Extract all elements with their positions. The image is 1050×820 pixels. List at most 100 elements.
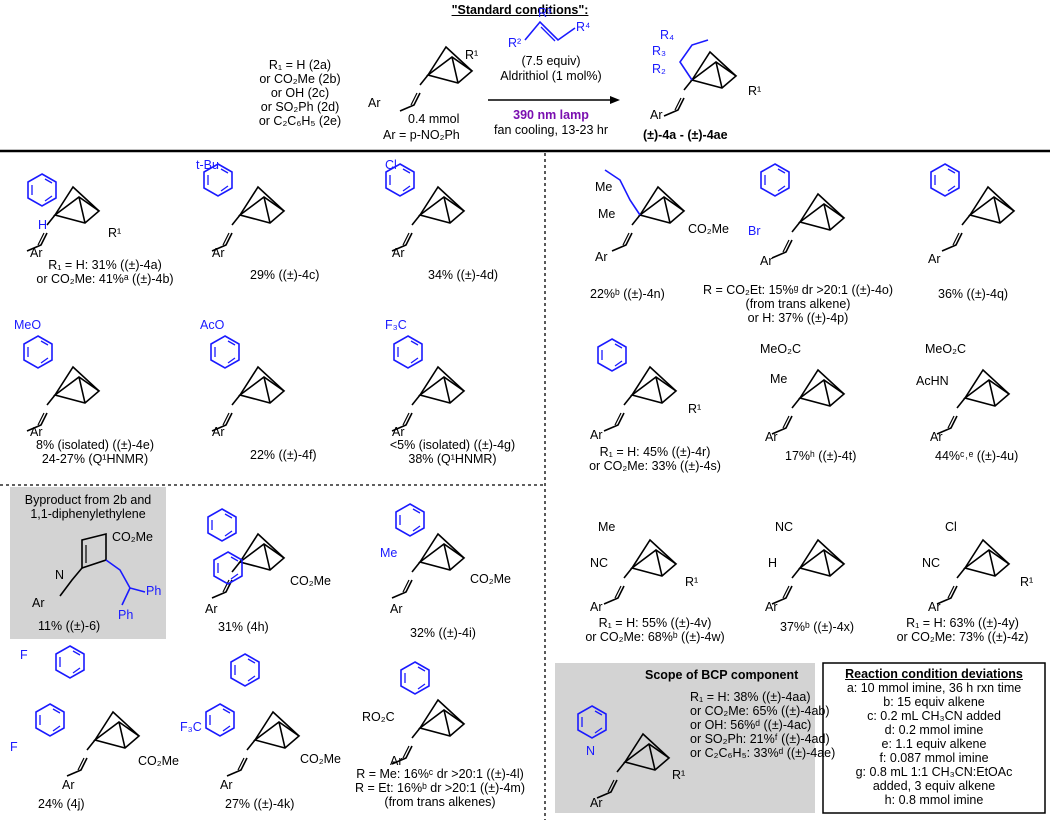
scope-title: Scope of BCP component <box>645 668 799 682</box>
scope-line: or C₂C₆H₅: 33%ᵈ ((±)-4ae) <box>690 746 836 760</box>
co2me-label: CO₂Me <box>470 572 511 586</box>
scope-line: or CO₂Me: 65% ((±)-4ab) <box>690 704 830 718</box>
r1-label: R¹ <box>1020 575 1034 589</box>
nc-label: NC <box>922 556 941 570</box>
deviations-list: a: 10 mmol imine, 36 h rxn time b: 15 eq… <box>826 681 1042 807</box>
conditions-title: "Standard conditions": <box>451 3 589 17</box>
yield-4y: R₁ = H: 63% ((±)-4y) or CO₂Me: 73% ((±)-… <box>880 616 1045 644</box>
alkene-r2: R² <box>508 36 522 50</box>
yield-4x: 37%ᵇ ((±)-4x) <box>780 620 855 634</box>
r1-option: or SO₂Ph (2d) <box>260 100 340 114</box>
ar-label: Ar <box>392 246 405 260</box>
yield-4k: 27% ((±)-4k) <box>225 797 295 811</box>
ar-label: Ar <box>220 778 233 792</box>
ar-label: Ar <box>212 246 225 260</box>
meo-label: MeO <box>14 318 42 332</box>
product-range: (±)-4a - (±)-4ae <box>643 128 728 142</box>
ar-label: Ar <box>590 428 603 442</box>
deviation-item: added, 3 equiv alkene <box>872 779 996 793</box>
ar-label: Ar <box>765 430 778 444</box>
n-label: N <box>55 568 65 582</box>
ph-label: Ph <box>118 608 134 622</box>
yield-4g: <5% (isolated) ((±)-4g) 38% (Q¹HNMR) <box>365 438 540 466</box>
yield-line: R = Me: 16%ᶜ dr >20:1 ((±)-4l) <box>356 767 524 781</box>
yield-4a: R₁ = H: 31% ((±)-4a) or CO₂Me: 41%ᵃ ((±)… <box>10 258 200 286</box>
h-label: H <box>768 556 778 570</box>
lamp: 390 nm lamp <box>513 108 589 122</box>
ar-label: Ar <box>392 425 405 439</box>
ar-label: Ar <box>760 254 773 268</box>
yield-4l: R = Me: 16%ᶜ dr >20:1 ((±)-4l) R = Et: 1… <box>335 767 545 809</box>
yield-line: 38% (Q¹HNMR) <box>408 452 497 466</box>
header-r1: R¹ <box>465 48 479 62</box>
yield-4h: 31% (4h) <box>218 620 269 634</box>
ar-label: Ar <box>928 600 941 614</box>
ar-label: Ar <box>595 250 608 264</box>
co2me-label: CO₂Me <box>688 222 729 236</box>
yield-line: or H: 37% ((±)-4p) <box>747 311 849 325</box>
yield-line: or CO₂Me: 73% ((±)-4z) <box>896 630 1029 644</box>
me-label: Me <box>598 207 616 221</box>
yield-4r: R₁ = H: 45% ((±)-4r) or CO₂Me: 33% ((±)-… <box>560 445 750 473</box>
me-label: Me <box>598 520 616 534</box>
tbu-label: t-Bu <box>196 158 219 172</box>
byproduct-box <box>10 487 166 639</box>
yield-4i: 32% ((±)-4i) <box>410 626 476 640</box>
alkene-r3: R³ <box>538 6 552 20</box>
r1-label: R¹ <box>685 575 699 589</box>
header-ar-label: Ar <box>368 96 381 110</box>
nc-label: NC <box>590 556 609 570</box>
r1-option: or OH (2c) <box>270 86 330 100</box>
r1-label: R¹ <box>688 402 702 416</box>
r1-options: R₁ = H (2a) or CO₂Me (2b) or OH (2c) or … <box>240 58 360 128</box>
deviation-item: d: 0.2 mmol imine <box>884 723 984 737</box>
ph-label: Ph <box>146 584 162 598</box>
imine-amount: 0.4 mmol <box>408 112 460 126</box>
cooling: fan cooling, 13-23 hr <box>494 123 608 137</box>
ar-label: Ar <box>590 600 603 614</box>
yield-line: 24-27% (Q¹HNMR) <box>41 452 149 466</box>
aco-label: AcO <box>200 318 225 332</box>
yield-line: or CO₂Me: 41%ᵃ ((±)-4b) <box>36 272 174 286</box>
deviation-item: a: 10 mmol imine, 36 h rxn time <box>846 681 1022 695</box>
f-label: F <box>20 648 28 662</box>
nc-label: NC <box>775 520 794 534</box>
yield-line: R₁ = H: 55% ((±)-4v) <box>598 616 712 630</box>
yield-4j: 24% (4j) <box>38 797 85 811</box>
me-label: Me <box>770 372 788 386</box>
product-r3: R₃ <box>652 44 667 58</box>
alkene-r4: R⁴ <box>576 20 591 34</box>
product-r1: R¹ <box>748 84 762 98</box>
scope-line: R₁ = H: 38% ((±)-4aa) <box>690 690 811 704</box>
f3c-label: F₃C <box>180 720 202 734</box>
catalyst: Aldrithiol (1 mol%) <box>500 69 602 83</box>
yield-line: R₁ = H: 63% ((±)-4y) <box>906 616 1019 630</box>
yield-line: R = Et: 16%ᵇ dr >20:1 ((±)-4m) <box>355 781 525 795</box>
product-ar: Ar <box>650 108 663 122</box>
ar-label: Ar <box>390 602 403 616</box>
scope-line: or SO₂Ph: 21%ᶠ ((±)-4ad) <box>690 732 830 746</box>
yield-line: (from trans alkenes) <box>384 795 496 809</box>
scope-lines: R₁ = H: 38% ((±)-4aa) or CO₂Me: 65% ((±)… <box>690 690 836 760</box>
deviation-item: e: 1.1 equiv alkene <box>881 737 987 751</box>
deviation-item: g: 0.8 mL 1:1 CH₃CN:EtOAc <box>855 765 1013 779</box>
meo2c-label: MeO₂C <box>925 342 966 356</box>
ro2c-label: RO₂C <box>362 710 395 724</box>
cl-label: Cl <box>385 158 397 172</box>
product-r4: R₄ <box>660 28 675 42</box>
deviation-item: f: 0.087 mmol imine <box>879 751 989 765</box>
yield-line: (from trans alkene) <box>745 297 851 311</box>
byproduct-title-line: 1,1-diphenylethylene <box>30 507 146 521</box>
co2me-label: CO₂Me <box>290 574 331 588</box>
yield-4c: 29% ((±)-4c) <box>250 268 320 282</box>
deviations-title: Reaction condition deviations <box>845 667 1023 681</box>
deviations-box <box>822 662 1046 814</box>
scope-box <box>555 663 815 813</box>
ar-label: Ar <box>32 596 45 610</box>
co2me-label: CO₂Me <box>138 754 179 768</box>
achn-label: AcHN <box>916 374 949 388</box>
deviation-item: c: 0.2 mL CH₃CN added <box>867 709 1001 723</box>
ar-label: Ar <box>765 600 778 614</box>
deviation-item: b: 15 equiv alkene <box>883 695 985 709</box>
meo2c-label: MeO₂C <box>760 342 801 356</box>
